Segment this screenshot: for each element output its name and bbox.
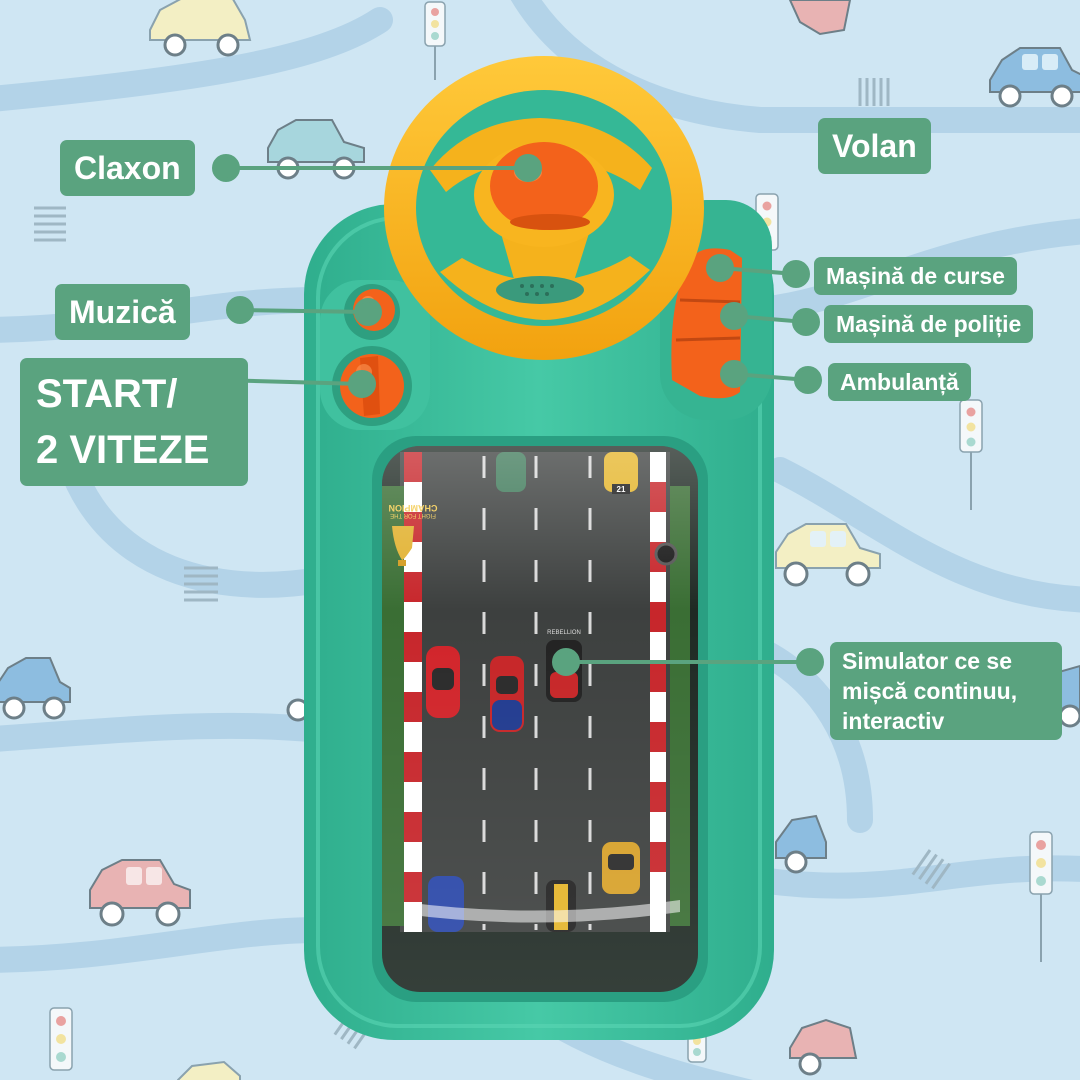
- label-claxon: Claxon: [60, 140, 195, 196]
- horn-button[interactable]: [490, 142, 598, 230]
- label-simulator-line3: interactiv: [842, 708, 945, 734]
- background-traffic-lights: [49, 1, 1053, 1071]
- background-crosswalks: [34, 78, 951, 1050]
- label-simulator-line1: Simulator ce se: [842, 648, 1013, 674]
- vehicle-sound-buttons: [671, 248, 742, 399]
- label-start-line1: START/: [36, 372, 178, 416]
- rebellion-text: REBELLION: [547, 630, 581, 636]
- label-volan: Volan: [818, 118, 931, 174]
- label-simulator-line2: mișcă continuu,: [842, 678, 1018, 704]
- label-muzica: Muzică: [55, 284, 190, 340]
- track-banner-line1: CHAMPION: [389, 503, 438, 513]
- label-ambulanta: Ambulanță: [828, 363, 971, 401]
- car-number: 21: [617, 485, 626, 494]
- simulator-screen: [372, 436, 708, 1002]
- label-start: START/ 2 VITEZE: [20, 358, 248, 486]
- label-simulator: Simulator ce se mișcă continuu, interact…: [830, 642, 1062, 740]
- label-masina-curse: Mașină de curse: [814, 257, 1017, 295]
- label-start-line2: 2 VITEZE: [36, 428, 210, 472]
- track-banner-line2: FIGHT FOR THE: [390, 512, 436, 518]
- label-masina-politie: Mașină de poliție: [824, 305, 1034, 343]
